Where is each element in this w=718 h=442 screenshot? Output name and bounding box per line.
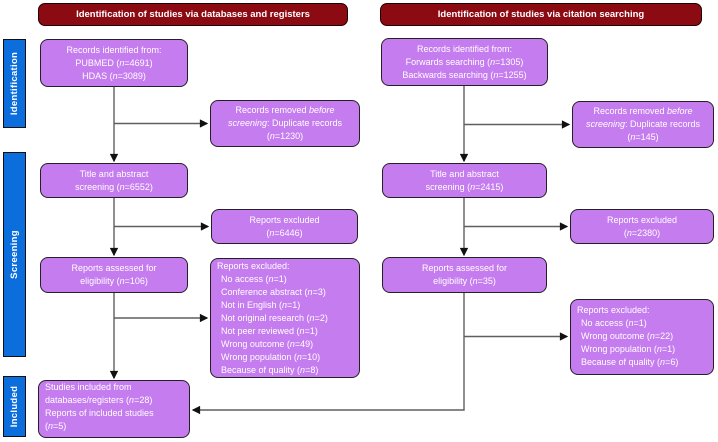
box-line: Wrong population (n=1) xyxy=(581,344,676,354)
stage-label-identification: Identification xyxy=(3,39,26,128)
box-line: Not in English (n=1) xyxy=(221,300,301,310)
cit-reports-assessed-box: Reports assessed for eligibility (n=35) xyxy=(382,257,547,293)
db-exclusion-reasons-box: Reports excluded: No access (n=1) Conferen… xyxy=(210,258,360,378)
db-records-removed-box: Records removed before screening: Duplica… xyxy=(210,100,360,147)
stage-label-text: Identification xyxy=(9,51,20,116)
box-line: HDAS (n=3089) xyxy=(82,70,146,81)
box-line: Records identified from: xyxy=(416,43,513,54)
box-line: Title and abstract xyxy=(79,168,149,179)
box-line: PUBMED (n=4691) xyxy=(75,57,153,68)
box-line: Reports of included studies xyxy=(45,408,154,418)
stage-label-screening: Screening xyxy=(3,152,26,357)
box-line: screening: Duplicate records xyxy=(227,118,343,128)
box-line: screening (n=6552) xyxy=(75,181,153,192)
box-line: Conference abstract (n=3) xyxy=(221,287,326,297)
cit-records-removed-box: Records removed before screening: Duplica… xyxy=(572,101,714,148)
box-line: Reports excluded xyxy=(249,214,320,225)
box-line: databases/registers (n=28) xyxy=(45,395,153,405)
box-line: Title and abstract xyxy=(430,168,499,179)
box-line: Forwards searching (n=1305) xyxy=(405,56,524,67)
cit-title-abstract-screening-box: Title and abstract screening (n=2415) xyxy=(382,163,547,198)
stage-label-text: Screening xyxy=(9,230,21,279)
box-line: Wrong population (n=10) xyxy=(221,352,321,362)
db-records-identified-box: Records identified from: PUBMED (n=4691) H… xyxy=(40,39,188,87)
box-line: Because of quality (n=6) xyxy=(581,357,679,367)
db-reports-assessed-box: Reports assessed for eligibility (n=106) xyxy=(40,257,188,293)
box-line: eligibility (n=106) xyxy=(80,276,148,286)
box-line: Wrong outcome (n=22) xyxy=(581,331,674,341)
box-line: Because of quality (n=8) xyxy=(221,365,319,375)
stage-label-text: Included xyxy=(9,385,20,428)
cit-exclusion-reasons-box: Reports excluded: No access (n=1) Wrong ou… xyxy=(570,299,714,375)
header-citation-searching: Identification of studies via citation s… xyxy=(380,3,702,26)
box-line: (n=5) xyxy=(45,421,67,431)
db-title-abstract-screening-box: Title and abstract screening (n=6552) xyxy=(40,163,188,198)
box-line: Not original research (n=2) xyxy=(221,313,328,323)
box-line: screening (n=2415) xyxy=(425,181,504,192)
box-line: Records identified from: xyxy=(66,44,162,55)
box-line: Studies included from xyxy=(45,382,132,392)
box-line: Reports excluded: xyxy=(577,305,650,315)
box-line: Wrong outcome (n=49) xyxy=(221,339,314,349)
box-line: (n=6446) xyxy=(266,227,303,238)
box-line: eligibility (n=35) xyxy=(433,276,496,286)
box-line: (n=1230) xyxy=(266,131,304,141)
cit-reports-excluded-box: Reports excluded (n=2380) xyxy=(570,209,714,244)
header-databases-registers: Identification of studies via databases … xyxy=(38,3,348,26)
box-line: Not peer reviewed (n=1) xyxy=(221,326,318,336)
cit-records-identified-box: Records identified from: Forwards searchi… xyxy=(381,38,548,86)
box-line: Reports assessed for xyxy=(71,263,157,273)
box-line: No access (n=1) xyxy=(221,274,287,284)
stage-label-included: Included xyxy=(3,376,26,437)
box-line: No access (n=1) xyxy=(581,318,647,328)
box-line: Reports excluded: xyxy=(217,261,290,271)
box-line: screening: Duplicate records xyxy=(585,119,701,129)
box-line: Backwards searching (n=1255) xyxy=(402,69,527,80)
box-line: (n=2380) xyxy=(623,227,661,238)
box-line: Reports excluded xyxy=(606,214,678,225)
box-line: Records removed before xyxy=(593,106,693,116)
box-line: (n=145) xyxy=(627,132,659,142)
db-reports-excluded-box: Reports excluded (n=6446) xyxy=(211,209,358,244)
arrow-cit-assessed-to-included xyxy=(191,293,465,415)
box-line: Records removed before xyxy=(235,105,335,115)
studies-included-box: Studies included from databases/registers… xyxy=(38,380,190,438)
box-line: Reports assessed for xyxy=(421,263,508,273)
